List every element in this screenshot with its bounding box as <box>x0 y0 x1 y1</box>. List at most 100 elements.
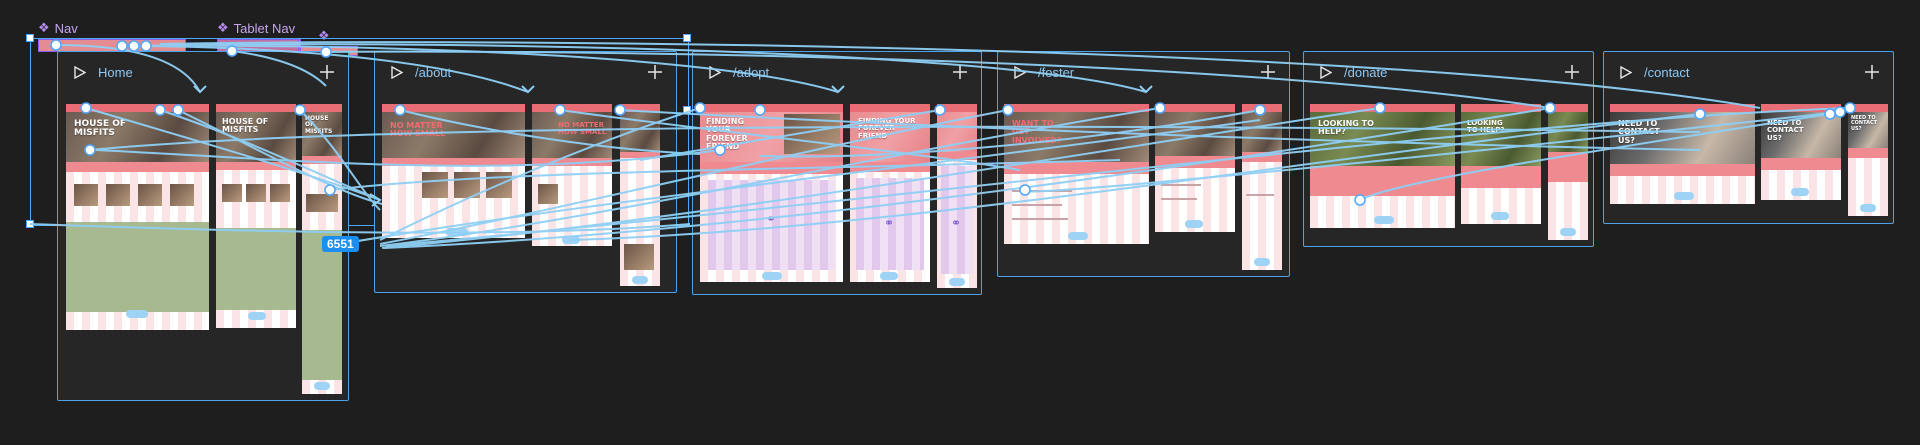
frame-heading: HOUSE OF MISFITS <box>305 115 333 135</box>
text-line <box>1012 204 1062 206</box>
plus-icon[interactable] <box>1863 63 1881 81</box>
play-icon[interactable] <box>1618 64 1634 80</box>
cta-button[interactable] <box>1791 188 1809 196</box>
section-title-contact[interactable]: /contact <box>1644 64 1690 80</box>
cta-button[interactable] <box>1374 216 1394 224</box>
frame-nav <box>382 104 525 112</box>
play-icon[interactable] <box>1318 64 1334 80</box>
cta-button[interactable] <box>248 312 266 320</box>
cat-thumbnail <box>246 184 266 202</box>
pink-band <box>1310 166 1455 196</box>
cat-thumbnail <box>538 184 558 204</box>
pink-band <box>1610 164 1755 176</box>
frame-adopt-desktop[interactable]: FINDING YOUR FOREVER FRIEND ⚭ <box>700 104 843 282</box>
section-title-home[interactable]: Home <box>98 64 133 80</box>
resize-handle[interactable] <box>26 220 34 228</box>
resize-handle[interactable] <box>683 106 691 114</box>
cta-button[interactable] <box>1254 258 1270 266</box>
plus-icon[interactable] <box>1259 63 1277 81</box>
pink-band <box>216 162 296 170</box>
frame-foster-tablet[interactable] <box>1155 104 1235 232</box>
frame-about-desktop[interactable]: NO MATTER HOW SMALL <box>382 104 525 238</box>
cta-button[interactable] <box>949 278 965 286</box>
frame-heading: NEED TO CONTACT US? <box>1851 115 1878 132</box>
section-header: /donate <box>1304 52 1593 92</box>
text-line <box>1246 194 1274 196</box>
cta-button[interactable] <box>1674 192 1694 200</box>
plus-icon[interactable] <box>318 63 336 81</box>
frame-about-tablet[interactable]: NO MATTER HOW SMALL <box>532 104 612 246</box>
resize-handle[interactable] <box>683 34 691 42</box>
frame-heading: LOOKING TO HELP? <box>1467 119 1505 135</box>
frame-contact-tablet[interactable]: NEED TO CONTACT US? <box>1761 104 1841 200</box>
frame-foster-desktop[interactable]: WANT TO GET INVOLVED? <box>1004 104 1149 244</box>
section-title-donate[interactable]: /donate <box>1344 64 1388 80</box>
pink-band <box>1004 162 1149 174</box>
cta-button[interactable] <box>1560 228 1576 236</box>
frame-home-tablet[interactable]: HOUSE OF MISFITS <box>216 104 296 328</box>
frame-heading: HOUSE OF MISFITS <box>222 117 269 135</box>
cta-button[interactable] <box>762 272 782 280</box>
frame-contact-mobile[interactable]: NEED TO CONTACT US? <box>1848 104 1888 216</box>
frame-heading: NEED TO CONTACT US? <box>1767 119 1804 142</box>
play-icon[interactable] <box>1012 64 1028 80</box>
plus-icon[interactable] <box>1563 63 1581 81</box>
frame-about-mobile[interactable] <box>620 104 660 286</box>
cat-thumbnail <box>222 184 242 202</box>
cta-button[interactable] <box>446 228 468 236</box>
frame-donate-mobile[interactable] <box>1548 104 1588 240</box>
cta-button[interactable] <box>880 272 898 280</box>
plus-icon[interactable] <box>951 63 969 81</box>
frame-nav <box>700 104 843 112</box>
frame-heading: FINDING YOUR FOREVER FRIEND <box>858 117 916 140</box>
component-icon: ❖ <box>217 20 229 35</box>
play-icon[interactable] <box>389 64 405 80</box>
text-line <box>1161 198 1197 200</box>
component-icon: ❖ <box>318 28 330 43</box>
section-title-foster[interactable]: /foster <box>1038 64 1075 80</box>
tablet-nav-component-label[interactable]: ❖ Tablet Nav <box>217 20 295 36</box>
frame-heading: LOOKING TO HELP? <box>1318 119 1374 137</box>
frame-heading: NEED TO CONTACT US? <box>1618 119 1660 145</box>
frame-home-desktop[interactable]: HOUSE OF MISFITS <box>66 104 209 330</box>
frame-donate-tablet[interactable]: LOOKING TO HELP? <box>1461 104 1541 224</box>
frame-nav <box>1242 104 1282 112</box>
frame-foster-mobile[interactable] <box>1242 104 1282 270</box>
frame-adopt-mobile[interactable]: ⚭ <box>937 104 977 288</box>
nav-label: Nav <box>54 20 78 36</box>
pink-band <box>66 162 209 172</box>
section-title-adopt[interactable]: /adopt <box>733 64 770 80</box>
frame-contact-desktop[interactable]: NEED TO CONTACT US? <box>1610 104 1755 204</box>
cta-button[interactable] <box>1491 212 1509 220</box>
frame-nav <box>216 104 296 112</box>
resize-handle[interactable] <box>26 34 34 42</box>
cta-button[interactable] <box>562 236 580 244</box>
frame-donate-desktop[interactable]: LOOKING TO HELP? <box>1310 104 1455 228</box>
nav-component-label[interactable]: ❖ Nav <box>38 20 78 36</box>
section-header: /foster <box>998 52 1289 92</box>
selection-size-badge: 6551 <box>322 236 359 252</box>
frame-nav <box>302 104 342 112</box>
cta-button[interactable] <box>314 382 330 390</box>
frame-adopt-tablet[interactable]: FINDING YOUR FOREVER FRIEND ⚭ <box>850 104 930 282</box>
hero-image <box>620 112 660 152</box>
cta-button[interactable] <box>1860 204 1876 212</box>
cta-button[interactable] <box>126 310 148 318</box>
cat-thumbnail <box>270 184 290 202</box>
frame-heading: FINDING YOUR FOREVER FRIEND <box>706 117 748 152</box>
frame-nav <box>1848 104 1888 112</box>
section-header: /about <box>375 52 676 92</box>
cta-button[interactable] <box>632 276 648 284</box>
green-section <box>216 228 296 310</box>
play-icon[interactable] <box>72 64 88 80</box>
plus-icon[interactable] <box>646 63 664 81</box>
section-title-about[interactable]: /about <box>415 64 452 80</box>
frame-nav <box>1461 104 1541 112</box>
green-section <box>302 230 342 380</box>
play-icon[interactable] <box>707 64 723 80</box>
cta-button[interactable] <box>1068 232 1088 240</box>
cta-button[interactable] <box>1185 220 1203 228</box>
cat-thumbnail <box>624 244 654 270</box>
cat-photo <box>784 114 840 154</box>
frame-heading: NO MATTER HOW SMALL <box>390 121 446 139</box>
